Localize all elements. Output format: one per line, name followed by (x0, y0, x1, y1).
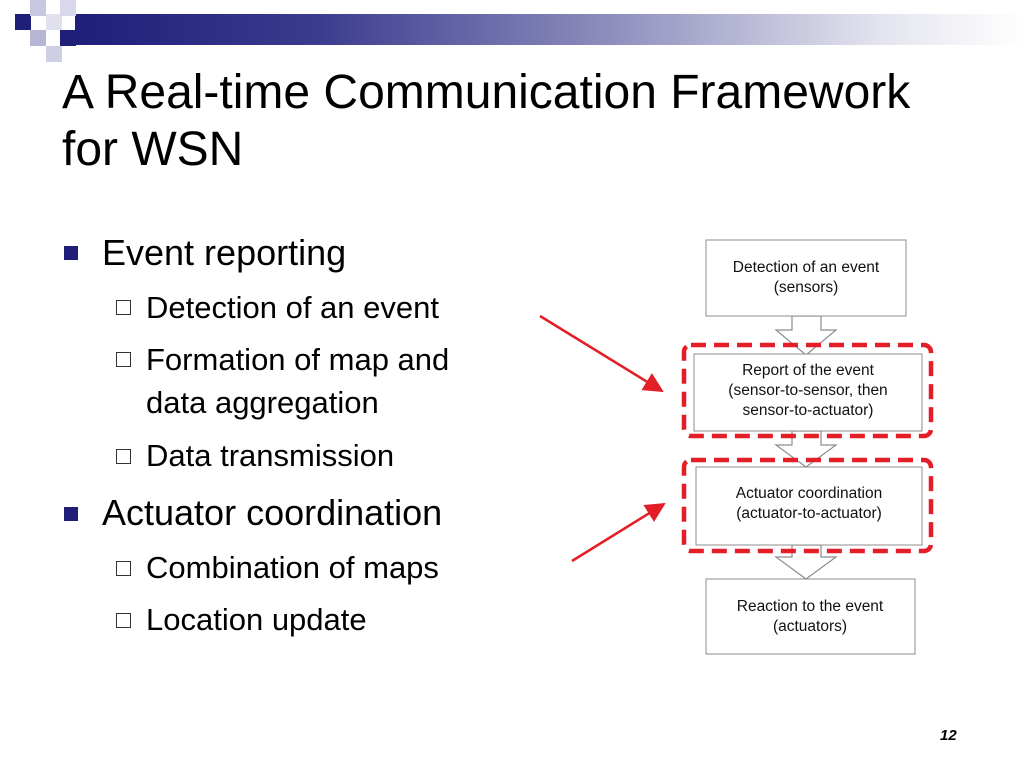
bullet-outline: Event reporting Detection of an event Fo… (64, 232, 450, 637)
sub-bullet-square-icon (116, 449, 131, 464)
sub-bullet-item-continuation: data aggregation (146, 385, 379, 420)
sub-bullet-item: Location update (146, 602, 367, 637)
flow-arrow-down-icon (774, 430, 838, 468)
decor-square (60, 0, 76, 16)
decor-square (46, 46, 62, 62)
pointer-arrow-icon (571, 502, 666, 563)
pointer-arrow-icon (539, 314, 664, 393)
bullet-square-icon (64, 507, 78, 521)
bullet-square-icon (64, 246, 78, 260)
sub-bullet-square-icon (116, 613, 131, 628)
svg-text:Reaction to the event(actuator: Reaction to the event(actuators) (737, 598, 884, 635)
decor-square (30, 30, 46, 46)
svg-text:Report of the event(sensor-to-: Report of the event(sensor-to-sensor, th… (728, 362, 887, 419)
svg-text:Detection of an event(sensors): Detection of an event(sensors) (733, 259, 880, 296)
flow-arrow-down-icon (774, 315, 838, 356)
flow-step-reaction: Reaction to the event(actuators) (705, 578, 916, 655)
flow-step-detection: Detection of an event(sensors) (705, 239, 907, 317)
sub-bullet-square-icon (116, 561, 131, 576)
flow-arrow-down-icon (774, 544, 838, 580)
sub-bullet-item: Formation of map and (146, 342, 450, 377)
slide-title: A Real-time Communication Framework for … (62, 66, 911, 176)
decor-square (46, 14, 62, 30)
sub-bullet-square-icon (116, 352, 131, 367)
decor-square (60, 30, 76, 46)
bullet-item-actuator-coordination: Actuator coordination (102, 492, 443, 533)
highlight-frame-coordination (681, 457, 934, 554)
flow-step-report: Report of the event(sensor-to-sensor, th… (693, 353, 923, 432)
svg-text:Actuator coordination(actuator: Actuator coordination(actuator-to-actuat… (736, 485, 882, 522)
sub-bullet-item: Detection of an event (146, 290, 439, 325)
sub-bullet-item: Combination of maps (146, 550, 439, 585)
bullet-item-event-reporting: Event reporting (102, 232, 347, 273)
decor-square (30, 0, 46, 16)
highlight-frame-report (681, 342, 934, 439)
flow-step-coordination: Actuator coordination(actuator-to-actuat… (695, 466, 923, 546)
header-gradient-bar (75, 14, 1024, 45)
sub-bullet-square-icon (116, 300, 131, 315)
sub-bullet-item: Data transmission (146, 438, 395, 473)
page-number: 12 (940, 727, 957, 744)
decor-square (15, 14, 31, 30)
